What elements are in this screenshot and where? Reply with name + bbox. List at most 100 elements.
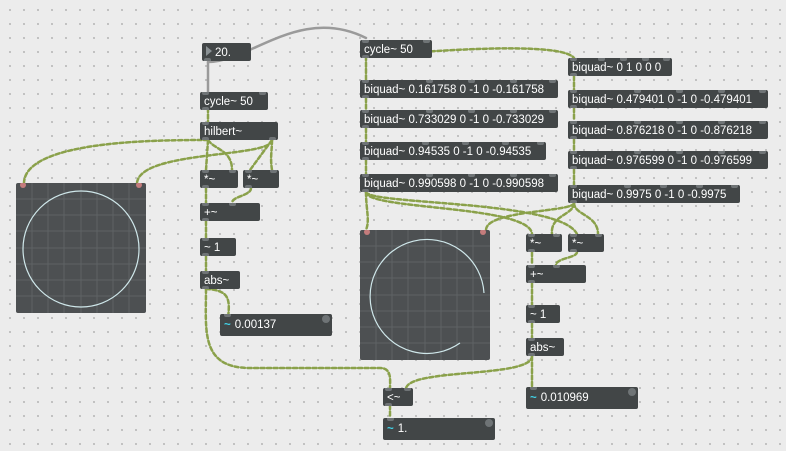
- inlet[interactable]: [731, 185, 738, 188]
- signal-number-display-left[interactable]: ~0.00137: [220, 314, 332, 336]
- outlet[interactable]: [362, 125, 369, 128]
- inlet[interactable]: [570, 90, 577, 93]
- outlet[interactable]: [202, 286, 209, 289]
- pow-object-right[interactable]: ~ 1: [526, 305, 560, 323]
- inlet[interactable]: [224, 314, 231, 317]
- inlet[interactable]: [537, 142, 544, 145]
- inlet[interactable]: [624, 185, 631, 188]
- inlet[interactable]: [387, 418, 394, 421]
- multiply-object-left-b[interactable]: *~: [243, 170, 279, 188]
- inlet[interactable]: [270, 170, 277, 173]
- outlet[interactable]: [570, 105, 577, 108]
- inlet[interactable]: [202, 203, 209, 206]
- inlet[interactable]: [595, 234, 602, 237]
- biquad-object-a3[interactable]: biquad~ 0.94535 0 -1 0 -0.94535: [360, 142, 546, 160]
- inlet[interactable]: [663, 58, 670, 61]
- oscilloscope-right[interactable]: [360, 230, 490, 360]
- outlet[interactable]: [570, 200, 577, 203]
- inlet[interactable]: [570, 58, 577, 61]
- inlet[interactable]: [462, 142, 469, 145]
- inlet[interactable]: [202, 271, 209, 274]
- inlet[interactable]: [426, 80, 433, 83]
- multiply-object-right-b[interactable]: *~: [568, 234, 604, 252]
- inlet[interactable]: [759, 90, 766, 93]
- biquad-object-b4[interactable]: biquad~ 0.9975 0 -1 0 -0.9975: [568, 185, 740, 203]
- outlet[interactable]: [269, 137, 276, 140]
- inlet[interactable]: [423, 40, 430, 43]
- inlet[interactable]: [634, 90, 641, 93]
- biquad-object-b3[interactable]: biquad~ 0.976599 0 -1 0 -0.976599: [568, 151, 768, 169]
- abs-object-left[interactable]: abs~: [200, 271, 240, 289]
- outlet[interactable]: [204, 58, 211, 61]
- inlet[interactable]: [480, 230, 486, 235]
- inlet[interactable]: [676, 90, 683, 93]
- biquad-object-b1[interactable]: biquad~ 0.479401 0 -1 0 -0.479401: [568, 90, 768, 108]
- outlet[interactable]: [202, 253, 209, 256]
- outlet[interactable]: [245, 185, 252, 188]
- frequency-number-box[interactable]: 20.: [202, 43, 251, 61]
- inlet[interactable]: [759, 151, 766, 154]
- outlet[interactable]: [202, 137, 209, 140]
- abs-object-right[interactable]: abs~: [526, 338, 564, 356]
- inlet[interactable]: [468, 80, 475, 83]
- inlet[interactable]: [362, 40, 369, 43]
- add-object-left[interactable]: +~: [200, 203, 260, 221]
- inlet[interactable]: [202, 122, 209, 125]
- inlet[interactable]: [502, 142, 509, 145]
- inlet[interactable]: [642, 58, 649, 61]
- inlet[interactable]: [202, 238, 209, 241]
- outlet[interactable]: [570, 166, 577, 169]
- hilbert-object[interactable]: hilbert~: [200, 122, 278, 140]
- inlet[interactable]: [553, 234, 560, 237]
- inlet[interactable]: [676, 151, 683, 154]
- inlet[interactable]: [570, 185, 577, 188]
- multiply-object-right-a[interactable]: *~: [526, 234, 562, 252]
- inlet[interactable]: [570, 151, 577, 154]
- inlet[interactable]: [528, 234, 535, 237]
- inlet[interactable]: [510, 80, 517, 83]
- cycle-object-left[interactable]: cycle~ 50: [200, 92, 268, 110]
- inlet[interactable]: [718, 90, 725, 93]
- outlet[interactable]: [528, 249, 535, 252]
- outlet[interactable]: [362, 189, 369, 192]
- inlet[interactable]: [422, 142, 429, 145]
- less-than-object[interactable]: <~: [383, 388, 413, 406]
- biquad-object-a1[interactable]: biquad~ 0.161758 0 -1 0 -0.161758: [360, 80, 558, 98]
- inlet[interactable]: [229, 170, 236, 173]
- inlet[interactable]: [528, 305, 535, 308]
- inlet[interactable]: [634, 121, 641, 124]
- inlet[interactable]: [245, 170, 252, 173]
- inlet[interactable]: [553, 265, 560, 268]
- inlet[interactable]: [528, 338, 535, 341]
- inlet[interactable]: [549, 174, 556, 177]
- inlet[interactable]: [634, 151, 641, 154]
- outlet[interactable]: [570, 249, 577, 252]
- pow-object-left[interactable]: ~ 1: [200, 238, 236, 256]
- outlet[interactable]: [202, 185, 209, 188]
- inlet[interactable]: [229, 203, 236, 206]
- outlet[interactable]: [362, 95, 369, 98]
- inlet[interactable]: [549, 80, 556, 83]
- inlet[interactable]: [718, 151, 725, 154]
- outlet[interactable]: [528, 280, 535, 283]
- add-object-right[interactable]: +~: [526, 265, 586, 283]
- outlet[interactable]: [362, 157, 369, 160]
- inlet[interactable]: [510, 174, 517, 177]
- outlet[interactable]: [202, 107, 209, 110]
- multiply-object-left-a[interactable]: *~: [200, 170, 238, 188]
- cycle-object-top[interactable]: cycle~ 50: [360, 40, 432, 58]
- inlet[interactable]: [620, 58, 627, 61]
- inlet[interactable]: [385, 388, 392, 391]
- inlet[interactable]: [676, 121, 683, 124]
- inlet[interactable]: [362, 80, 369, 83]
- signal-number-display-compare[interactable]: ~1.: [383, 418, 495, 440]
- outlet[interactable]: [528, 320, 535, 323]
- inlet[interactable]: [570, 121, 577, 124]
- outlet[interactable]: [570, 136, 577, 139]
- inlet[interactable]: [696, 185, 703, 188]
- inlet[interactable]: [404, 388, 411, 391]
- inlet[interactable]: [259, 92, 266, 95]
- inlet[interactable]: [136, 183, 142, 188]
- inlet[interactable]: [362, 110, 369, 113]
- outlet[interactable]: [362, 55, 369, 58]
